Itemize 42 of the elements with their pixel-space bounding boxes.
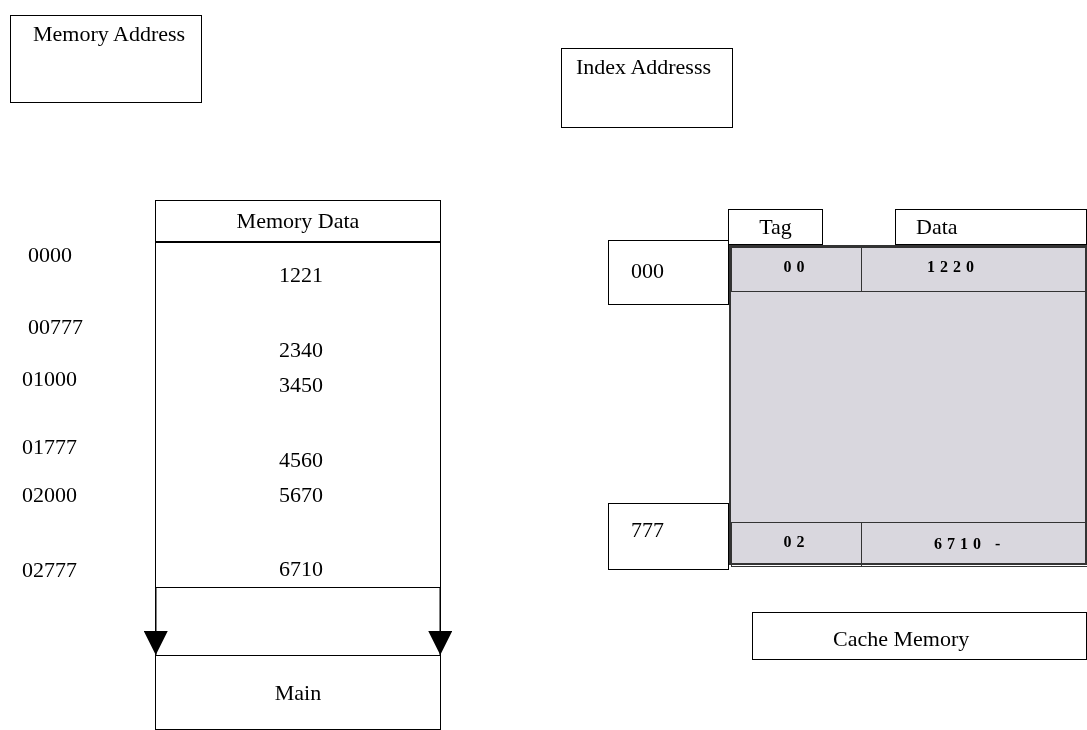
cell-text: 6710 - bbox=[934, 535, 1006, 553]
box-text: Index Addresss bbox=[576, 55, 712, 80]
address-label: 0000 bbox=[28, 242, 72, 268]
box-text: 4560 bbox=[279, 448, 323, 473]
header-box bbox=[155, 200, 441, 242]
box-text: 000 bbox=[631, 259, 664, 284]
header-box bbox=[728, 209, 823, 245]
box-text: 6710 bbox=[279, 557, 323, 582]
box-text: 777 bbox=[631, 518, 664, 543]
cache-table bbox=[729, 245, 1087, 565]
address-label: 01777 bbox=[22, 434, 77, 460]
index-box bbox=[608, 503, 729, 570]
header-box bbox=[895, 209, 1087, 245]
arrow bbox=[428, 587, 453, 656]
table-cell bbox=[861, 522, 1087, 567]
box-text: Tag bbox=[758, 215, 793, 240]
cell-text: 1220 bbox=[927, 258, 979, 276]
arrow bbox=[143, 587, 168, 656]
table-cell bbox=[861, 247, 1087, 292]
box-text: 5670 bbox=[279, 483, 323, 508]
memory-block bbox=[155, 655, 441, 730]
box-text: Data bbox=[916, 215, 958, 240]
label-box bbox=[561, 48, 733, 128]
cell-text: 02 bbox=[782, 532, 811, 551]
box-text: Memory Address bbox=[33, 22, 186, 47]
address-label: 01000 bbox=[22, 366, 77, 392]
box-text: Cache Memory bbox=[833, 627, 970, 652]
box-text: 3450 bbox=[279, 373, 323, 398]
box-text: 1221 bbox=[279, 263, 323, 288]
index-box bbox=[608, 240, 729, 305]
table-cell bbox=[731, 247, 862, 292]
address-label: 02777 bbox=[22, 557, 77, 583]
table-cell bbox=[731, 522, 862, 567]
box-text: 2340 bbox=[279, 338, 323, 363]
address-label: 00777 bbox=[28, 314, 83, 340]
label-box bbox=[752, 612, 1087, 660]
address-label: 02000 bbox=[22, 482, 77, 508]
cell-text: 00 bbox=[782, 257, 811, 276]
box-text: Memory Data bbox=[235, 209, 361, 234]
box-text: Main bbox=[273, 680, 323, 705]
memory-block bbox=[155, 242, 441, 588]
label-box bbox=[10, 15, 202, 103]
